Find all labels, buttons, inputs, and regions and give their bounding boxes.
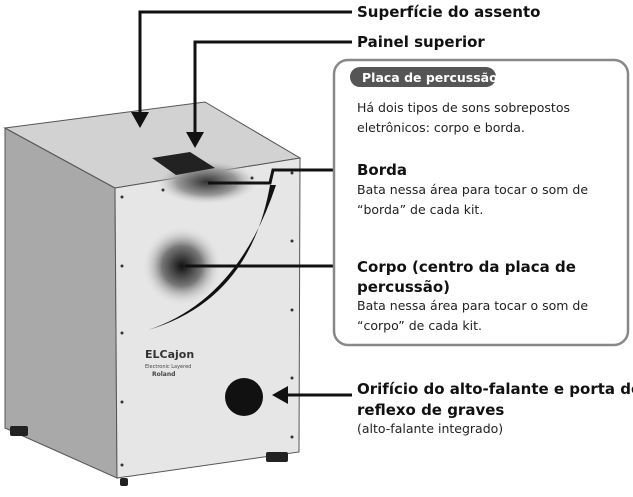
foot bbox=[10, 426, 28, 436]
seat-surface-label: Superfície do assento bbox=[357, 3, 540, 21]
head-title-line: percussão) bbox=[357, 278, 450, 296]
top-panel-icon bbox=[152, 152, 215, 175]
speaker-desc: (alto-falante integrado) bbox=[357, 421, 503, 436]
foot bbox=[266, 452, 288, 462]
rim-title: Borda bbox=[357, 161, 407, 179]
head-desc-line: Bata nessa área para tocar o som de bbox=[357, 298, 588, 313]
head-title-line: Corpo (centro da placa de bbox=[357, 258, 576, 276]
rim-desc-line: Bata nessa área para tocar o som de bbox=[357, 182, 588, 197]
pad-desc-line: eletrônicos: corpo e borda. bbox=[357, 120, 525, 135]
top-panel-label: Painel superior bbox=[357, 33, 485, 51]
logo-product: ELCajon bbox=[145, 348, 194, 361]
foot bbox=[120, 478, 128, 486]
logo-brand: Roland bbox=[152, 371, 175, 378]
cajon-front-face bbox=[114, 157, 301, 479]
speaker-title-line: reflexo de graves bbox=[357, 401, 504, 419]
head-desc-line: “corpo” de cada kit. bbox=[357, 318, 482, 333]
speaker-title-line: Orifício do alto-falante e porta de bbox=[357, 380, 633, 398]
pad-info-box bbox=[332, 58, 630, 347]
rim-desc-line: “borda” de cada kit. bbox=[357, 202, 483, 217]
seat-arrow-line bbox=[138, 10, 352, 115]
pad-title: Placa de percussão bbox=[362, 70, 498, 85]
pad-desc-line: Há dois tipos de sons sobrepostos bbox=[357, 100, 570, 115]
speaker-hole bbox=[225, 378, 263, 416]
screws bbox=[120, 171, 294, 467]
arrowhead-icon bbox=[131, 112, 149, 128]
cajon: ELCajon Electronic Layered Roland bbox=[3, 101, 302, 486]
rim-line bbox=[208, 168, 352, 185]
logo-sub: Electronic Layered bbox=[145, 364, 191, 370]
panel-arrow-line bbox=[193, 40, 352, 135]
pad-title-pill bbox=[350, 67, 496, 87]
callout-lines bbox=[138, 10, 352, 397]
cajon-left-face bbox=[4, 127, 118, 479]
arrowhead-icon bbox=[186, 132, 204, 148]
head-area bbox=[142, 226, 222, 306]
arrowhead-icon bbox=[272, 386, 288, 404]
